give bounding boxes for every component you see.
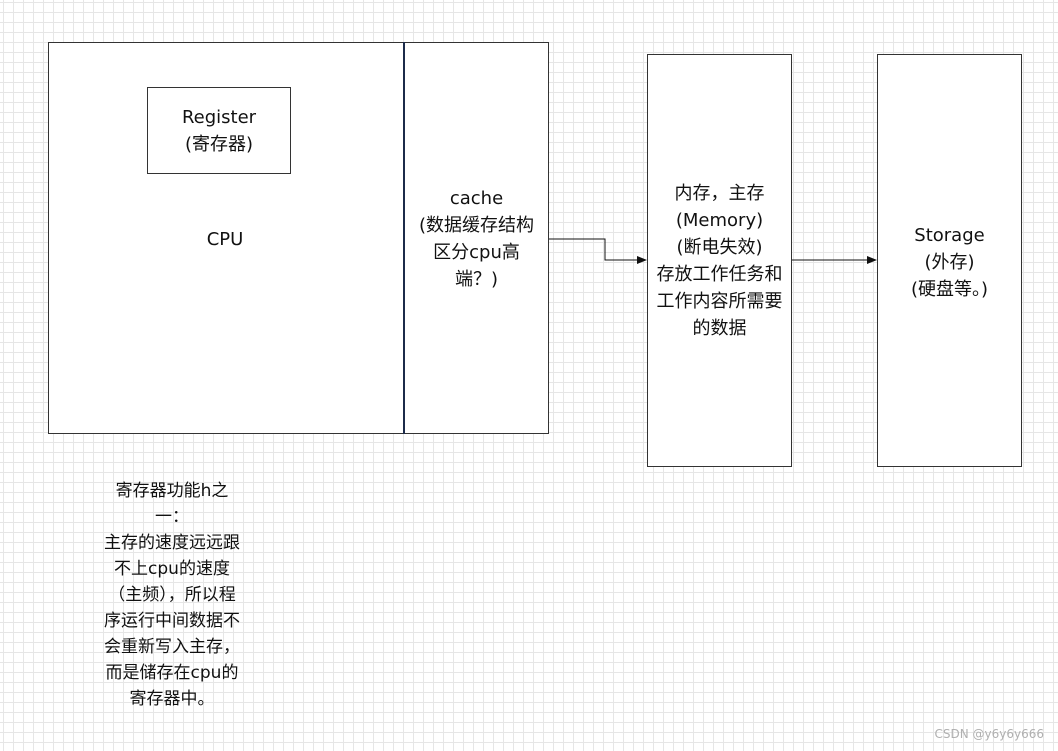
cache-to-memory-arrow [549, 238, 647, 264]
cpu-cache-divider [403, 42, 405, 434]
cache-label: cache (数据缓存结构 区分cpu高 端？) [418, 188, 535, 290]
memory-label: 内存，主存 (Memory) (断电失效) 存放工作任务和 工作内容所需要 的数… [656, 183, 783, 339]
storage-box [877, 54, 1022, 467]
storage-label: Storage (外存) (硬盘等。) [910, 225, 989, 300]
cpu-label: CPU [206, 229, 244, 250]
register-label: Register (寄存器) [181, 107, 257, 155]
memory-box [647, 54, 792, 467]
register-box [147, 87, 291, 174]
watermark: CSDN @y6y6y666 [934, 727, 1044, 741]
cpu-box [48, 42, 549, 434]
register-note: 寄存器功能h之 一： 主存的速度远远跟 不上cpu的速度 （主频），所以程 序运… [104, 481, 240, 709]
